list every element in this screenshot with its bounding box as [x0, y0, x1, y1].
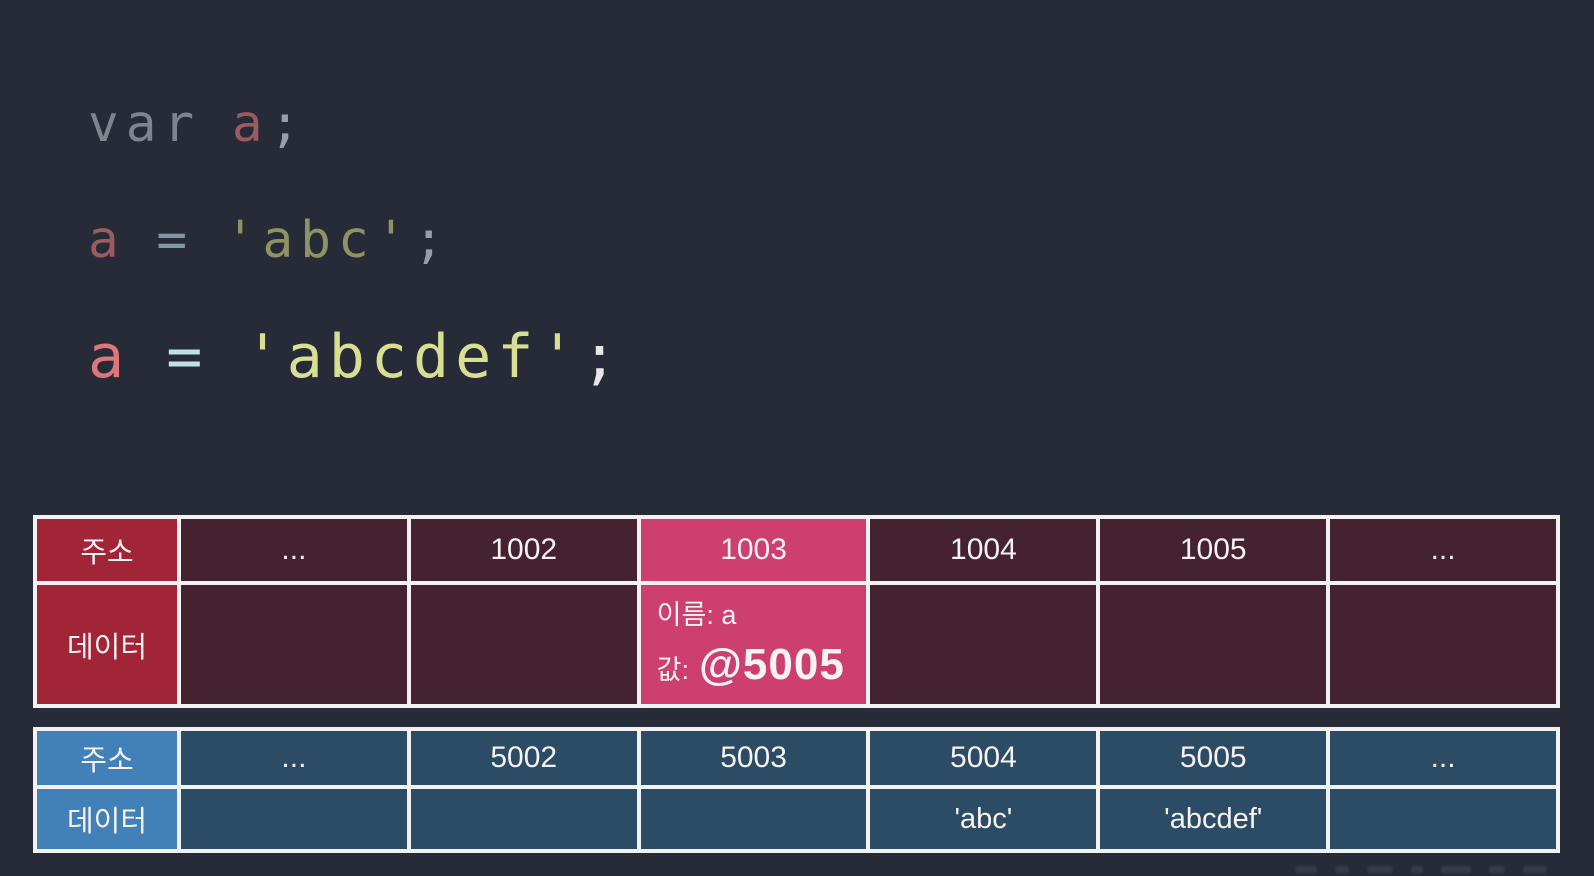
memory-cell-empty — [1330, 585, 1556, 704]
memory-cell-empty — [1100, 585, 1327, 704]
code-semicolon: ; — [269, 95, 308, 154]
address-cell-1005: 1005 — [1100, 519, 1327, 581]
code-assign-operator: = — [166, 322, 209, 392]
string-memory-table: 주소 ... 5002 5003 5004 5005 ... 데이터 'abc'… — [33, 727, 1560, 853]
code-semicolon: ; — [581, 322, 624, 392]
address-cell-ellipsis: ... — [1330, 731, 1556, 785]
variable-memory-table: 주소 ... 1002 1003 1004 1005 ... 데이터 이름: a… — [33, 515, 1560, 708]
memory-cell-string-abcdef: 'abcdef' — [1100, 789, 1327, 849]
memory-cell-string-abc: 'abc' — [870, 789, 1097, 849]
row-header-data: 데이터 — [37, 789, 177, 849]
address-cell-ellipsis: ... — [181, 731, 407, 785]
row-header-data: 데이터 — [37, 585, 177, 704]
address-cell-5005: 5005 — [1100, 731, 1327, 785]
memory-cell-empty — [181, 789, 407, 849]
address-cell-5004: 5004 — [870, 731, 1097, 785]
address-cell-5002: 5002 — [410, 731, 637, 785]
address-cell-1002: 1002 — [410, 519, 637, 581]
variable-value-line: 값: @5005 — [657, 640, 845, 690]
code-string-literal: 'abcdef' — [244, 322, 582, 392]
memory-cell-empty — [870, 585, 1097, 704]
address-cell-ellipsis: ... — [181, 519, 407, 581]
code-variable-a: a — [88, 211, 126, 270]
row-header-address: 주소 — [37, 731, 177, 785]
code-keyword-var: var — [88, 95, 202, 154]
address-cell-5003: 5003 — [640, 731, 867, 785]
address-cell-1004: 1004 — [870, 519, 1097, 581]
memory-cell-empty — [640, 789, 867, 849]
code-variable-a: a — [231, 95, 270, 154]
code-line-2: a = 'abc'; — [88, 202, 624, 280]
memory-cell-empty — [410, 789, 637, 849]
row-header-address: 주소 — [37, 519, 177, 581]
variable-name-label: 이름: a — [656, 599, 737, 630]
address-cell-ellipsis: ... — [1330, 519, 1556, 581]
code-line-3: a = 'abcdef'; — [88, 318, 624, 396]
watermark-cutoff — [1295, 866, 1585, 876]
code-variable-a: a — [88, 322, 131, 392]
memory-cell-variable-entry: 이름: a 값: @5005 — [640, 585, 867, 704]
pointer-value: @5005 — [699, 639, 845, 689]
value-label: 값: — [656, 654, 689, 685]
memory-cell-empty — [410, 585, 637, 704]
code-string-literal: 'abc' — [224, 211, 414, 270]
code-assign-operator: = — [156, 211, 195, 270]
memory-cell-empty — [181, 585, 407, 704]
memory-cell-empty — [1330, 789, 1556, 849]
code-semicolon: ; — [413, 211, 452, 270]
address-cell-1003-highlighted: 1003 — [640, 519, 867, 581]
